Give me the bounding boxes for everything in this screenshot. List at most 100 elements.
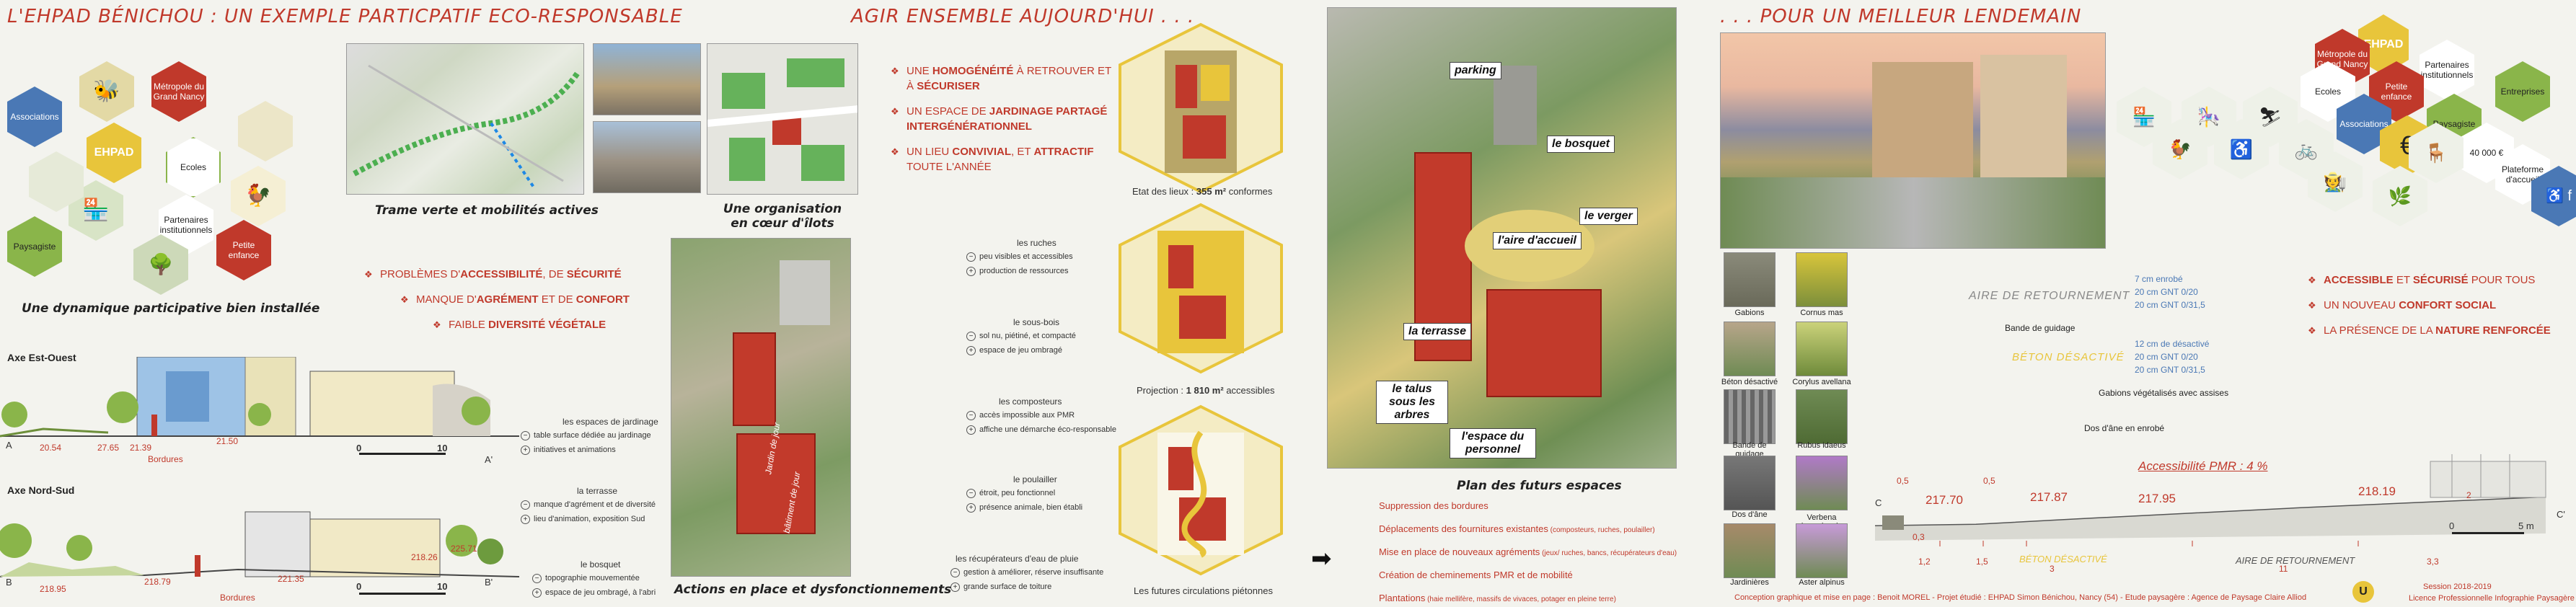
profile-level-3: 217.95	[2138, 492, 2176, 505]
hex-worker-icon: 🧑‍🌾	[2308, 151, 2363, 212]
right-bullets: ACCESSIBLE ET SÉCURISÉ POUR TOUS UN NOUV…	[2308, 273, 2551, 348]
profile-c-right: C'	[2557, 509, 2565, 520]
ns-scale-0: 0	[356, 581, 362, 592]
axe-ew-section	[0, 356, 519, 465]
thumb-label: Cornus mas	[1800, 309, 1843, 317]
hex-label: EHPAD	[94, 146, 134, 159]
ann-item: −gestion à améliorer, réserve insuffisan…	[950, 568, 1103, 577]
ilot-caption: Une organisation en cœur d'îlots	[714, 202, 851, 231]
thumb-verbena	[1796, 456, 1848, 510]
middle-bullet: UN ESPACE DE JARDINAGE PARTAGÉ INTERGÉNÉ…	[891, 104, 1121, 134]
footer-credits: Conception graphique et mise en page : B…	[1734, 593, 2307, 602]
hex-label: Métropole du Grand Nancy	[153, 81, 205, 102]
hex-label: EHPAD	[2363, 38, 2404, 50]
ann-item: +espace de jeu ombragé	[966, 346, 1062, 355]
hex-metropole: Métropole du Grand Nancy	[151, 61, 206, 122]
hex-label: Partenaires institutionnels	[2420, 60, 2474, 80]
future-roof-2	[1486, 289, 1602, 397]
ann-title: le sous-bois	[1013, 317, 1060, 327]
ann-item: +initiatives et animations	[521, 446, 616, 455]
hex-entreprises: Entreprises	[2495, 61, 2550, 122]
hex-label: Plateforme d'accueil	[2501, 164, 2544, 185]
hex-plan-circulations	[1119, 404, 1283, 576]
legend-gabions: Gabions végétalisés avec assises	[2099, 388, 2229, 398]
hex-hen-icon: 🐓	[2153, 119, 2207, 180]
hex-partenaires-right: Partenaires institutionnels	[2420, 40, 2474, 100]
hex-tree-icon: 🌳	[133, 234, 188, 295]
profile-scale-5: 5 m	[2518, 520, 2534, 531]
problem-item: MANQUE D'AGRÉMENT ET DE CONFORT	[400, 292, 630, 307]
right-bullet: LA PRÉSENCE DE LA NATURE RENFORCÉE	[2308, 323, 2551, 338]
ns-level-3: 221.35	[278, 574, 304, 584]
hex-label: Ecoles	[2314, 87, 2342, 97]
etat-caption: Etat des lieux : 355 m² conformes	[1132, 186, 1273, 197]
label-terrasse: la terrasse	[1403, 323, 1472, 340]
legend-aire-item: 20 cm GNT 0/31,5	[2135, 300, 2205, 310]
hex-bee-icon: 🐝	[79, 61, 134, 122]
axe-ns-section	[0, 497, 520, 598]
hex-ehpad: EHPAD	[87, 123, 141, 183]
legend-beton-item: 12 cm de désactivé	[2135, 339, 2210, 349]
future-item: Mise en place de nouveaux agréments (jeu…	[1379, 546, 1677, 557]
ann-item: −topographie mouvementée	[532, 574, 640, 583]
hex-label: Paysagiste	[13, 242, 56, 252]
middle-bullet: UNE HOMOGÉNÉITÉ À RETROUVER ET À SÉCURIS…	[891, 63, 1121, 94]
hex-associations: Associations	[7, 87, 62, 147]
profile-dim: 1,2	[1918, 557, 1931, 567]
thumb-jardinieres	[1724, 523, 1776, 578]
profile-dim: 0,5	[1897, 476, 1909, 486]
hex-label: Partenaires institutionnels	[159, 215, 213, 235]
ilot-map	[707, 43, 858, 195]
profile-drawing	[1874, 454, 2546, 546]
ann-title: le poulailler	[1013, 474, 1057, 484]
ew-scale-0: 0	[356, 443, 362, 453]
profile-scale: 0 5 m	[2449, 520, 2534, 538]
profile-dim: 0,5	[1983, 476, 1995, 486]
profile-section	[1868, 447, 2560, 555]
plan-caption: Actions en place et dysfonctionnements	[674, 582, 952, 597]
thumb-rubus	[1796, 389, 1848, 444]
ann-item: −peu visibles et accessibles	[966, 252, 1073, 262]
profile-dim: 3,3	[2427, 557, 2439, 567]
middle-bullet: UN LIEU CONVIVIAL, ET ATTRACTIF TOUTE L'…	[891, 144, 1121, 174]
axe-ns-label: Axe Nord-Sud	[7, 484, 75, 496]
profile-dim: 0,3	[1913, 532, 1925, 542]
label-aire: l'aire d'accueil	[1493, 232, 1582, 249]
axe-ew-label: Axe Est-Ouest	[7, 352, 76, 363]
thumb-dos-ane	[1724, 456, 1776, 510]
ann-title: la terrasse	[577, 486, 618, 496]
hex-logo-icon: 🌿	[2373, 166, 2427, 226]
ew-scale-10: 10	[437, 443, 448, 453]
thumb-label: Jardinières	[1730, 578, 1769, 587]
profile-dim: 1,5	[1976, 557, 1988, 567]
legend-beton-title: BÉTON DÉSACTIVÉ	[2012, 351, 2125, 363]
thumb-corylus	[1796, 322, 1848, 376]
ann-title: les ruches	[1017, 238, 1057, 248]
left-section-title: L'EHPAD BÉNICHOU : UN EXEMPLE PARTICPATI…	[7, 6, 683, 27]
hex-label: Entreprises	[2500, 87, 2545, 97]
section-a-right: A'	[485, 454, 493, 465]
ann-title: les récupérateurs d'eau de pluie	[956, 554, 1079, 564]
ilot-map-svg	[707, 44, 857, 194]
ann-item: +lieu d'animation, exposition Sud	[521, 515, 645, 524]
legend-beton-item: 20 cm GNT 0/20	[2135, 352, 2198, 362]
projection-caption: Projection : 1 810 m² accessibles	[1137, 385, 1275, 396]
ew-level-4: 21.50	[216, 436, 239, 446]
existing-roof-1	[733, 332, 776, 426]
ew-level-3: 21.39	[130, 443, 152, 453]
footer-licence: Licence Professionnelle Infographie Pays…	[2409, 594, 2575, 603]
axe-ns-drawing	[0, 511, 520, 577]
ann-item: +grande surface de toiture	[950, 582, 1051, 592]
ann-title: les composteurs	[999, 396, 1062, 407]
pmr-label: Accessibilité PMR : 4 %	[2138, 459, 2268, 473]
ann-title: le bosquet	[581, 559, 621, 570]
hex-paysagiste: Paysagiste	[7, 216, 62, 277]
thumb-label: Béton désactivé	[1721, 378, 1778, 386]
right-bullet: UN NOUVEAU CONFORT SOCIAL	[2308, 298, 2551, 313]
future-item: Déplacements des fournitures existantes …	[1379, 523, 1655, 534]
middle-bullets: UNE HOMOGÉNÉITÉ À RETROUVER ET À SÉCURIS…	[891, 63, 1121, 185]
ns-level-5: 225.71	[451, 544, 477, 554]
future-item: Création de cheminements PMR et de mobil…	[1379, 570, 1573, 580]
label-parking: parking	[1450, 62, 1501, 79]
section-b-left: B	[6, 577, 12, 588]
